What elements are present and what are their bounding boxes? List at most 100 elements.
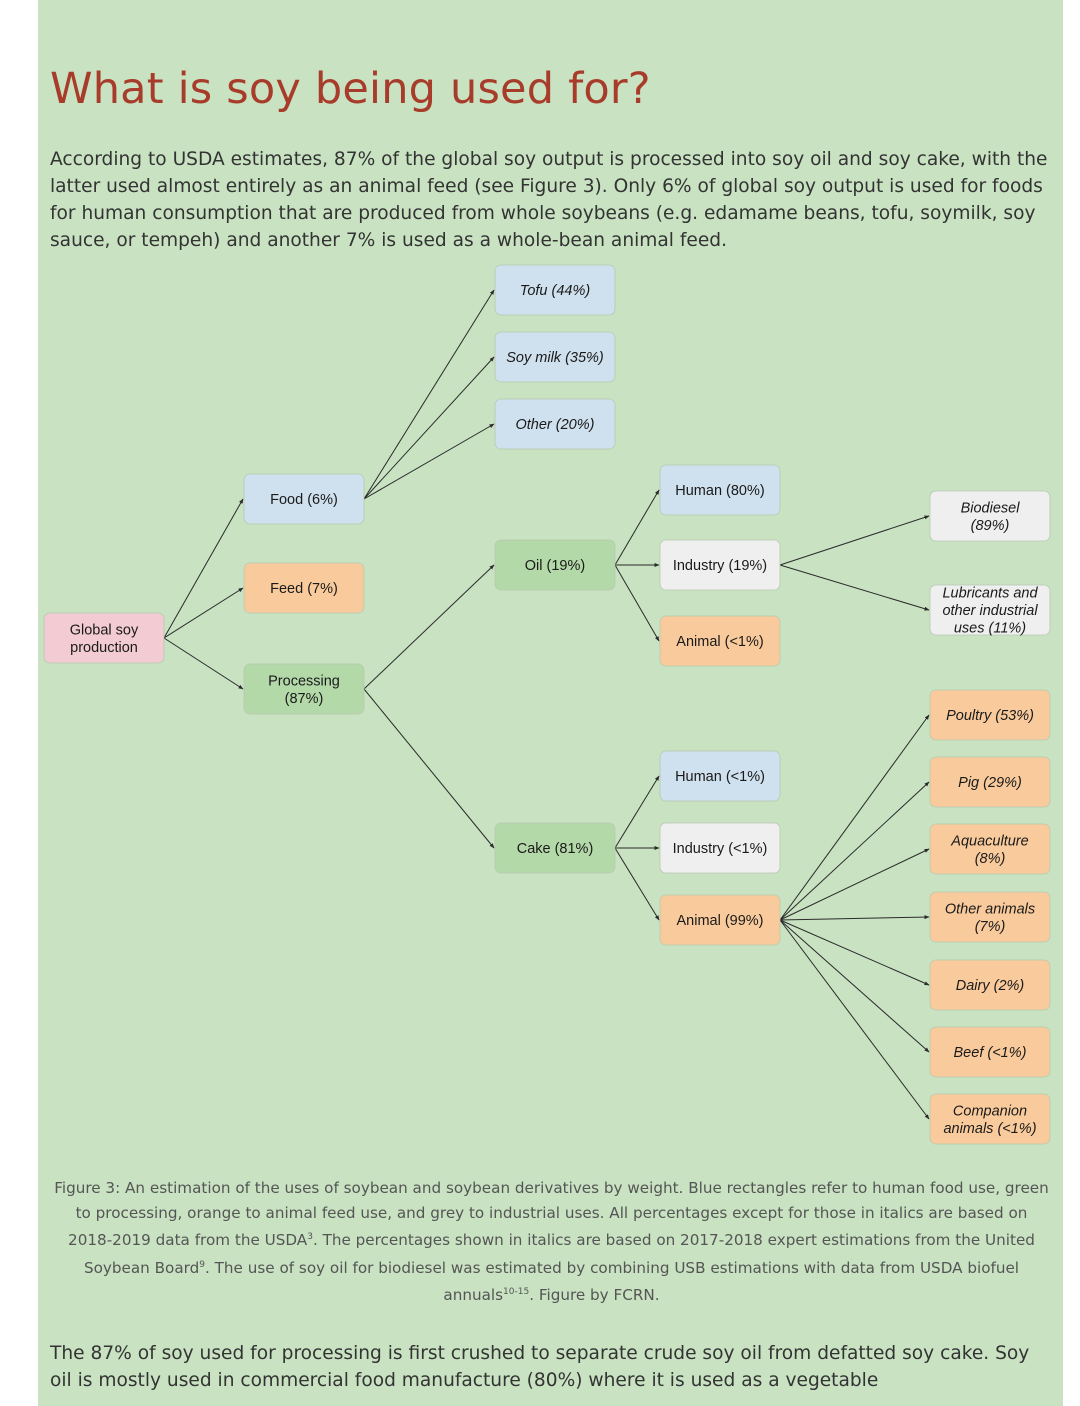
node-label: Animal (<1%)	[676, 634, 763, 650]
node-label: Soy milk (35%)	[506, 350, 604, 366]
node-box	[659, 894, 781, 946]
node-box	[494, 331, 616, 383]
node-beef: Beef (<1%)	[929, 1026, 1051, 1078]
node-box	[929, 959, 1051, 1011]
edge-oil-to-oil_animal	[614, 564, 660, 642]
edge-cake_animal-to-poultry	[779, 714, 930, 921]
node-box	[659, 539, 781, 591]
node-box	[494, 264, 616, 316]
node-label: Food (6%)	[270, 492, 338, 508]
node-box	[494, 398, 616, 450]
node-oil: Oil (19%)	[494, 539, 616, 591]
node-cake: Cake (81%)	[494, 822, 616, 874]
caption-text-1: Figure 3: An estimation of the uses of s…	[54, 1179, 1049, 1250]
figure-caption: Figure 3: An estimation of the uses of s…	[54, 1176, 1049, 1308]
node-processing: Processing (87%)	[243, 663, 365, 715]
node-feed: Feed (7%)	[243, 562, 365, 614]
node-label: (7%)	[975, 919, 1006, 935]
node-soymilk: Soy milk (35%)	[494, 331, 616, 383]
node-label: Other animals	[945, 901, 1035, 917]
node-label: production	[70, 640, 138, 656]
caption-ref-biofuel: 10-15	[503, 1287, 530, 1298]
edge-processing-to-cake	[363, 688, 495, 849]
node-box	[929, 584, 1051, 636]
edge-oil-to-oil_human	[614, 489, 660, 566]
caption-ref-usb: 9	[199, 1259, 205, 1270]
intro-paragraph: According to USDA estimates, 87% of the …	[50, 149, 1048, 251]
node-tofu: Tofu (44%)	[494, 264, 616, 316]
node-label: (8%)	[975, 851, 1006, 867]
edge-cake_animal-to-pig	[779, 781, 930, 921]
node-label: Industry (<1%)	[673, 841, 768, 857]
node-other-animals: Other animals (7%)	[929, 891, 1051, 943]
node-oil-industry: Industry (19%)	[659, 539, 781, 591]
edge-cake_animal-to-other_animals	[779, 915, 930, 921]
node-label: Lubricants and	[942, 586, 1038, 602]
node-label: Processing	[268, 673, 340, 689]
node-cake-human: Human (<1%)	[659, 750, 781, 802]
caption-text-2: . The percentages shown in italics are b…	[83, 1231, 1035, 1277]
node-label: Feed (7%)	[270, 581, 338, 597]
caption-text-3: . The use of soy oil for biodiesel was e…	[205, 1258, 1020, 1305]
node-label: Companion	[953, 1103, 1027, 1119]
node-cake-industry: Industry (<1%)	[659, 822, 781, 874]
node-label: Animal (99%)	[676, 913, 763, 929]
node-box	[929, 689, 1051, 741]
node-box	[659, 822, 781, 874]
soy-use-flow-diagram: Global soy production Food (6%) Feed (7%) Pr…	[43, 264, 1051, 1145]
node-label: Industry (19%)	[673, 558, 767, 574]
node-global: Global soy production	[43, 612, 165, 664]
caption-text-4: . Figure by FCRN.	[529, 1286, 660, 1305]
node-box	[43, 612, 165, 664]
node-box	[929, 756, 1051, 808]
node-oil-human: Human (80%)	[659, 464, 781, 516]
node-label: animals (<1%)	[943, 1121, 1036, 1137]
node-box	[929, 1093, 1051, 1145]
node-pig: Pig (29%)	[929, 756, 1051, 808]
node-box	[929, 1026, 1051, 1078]
edge-cake-to-cake_animal	[614, 847, 660, 921]
node-label: Beef (<1%)	[954, 1045, 1027, 1061]
node-food: Food (6%)	[243, 473, 365, 525]
node-oil-animal: Animal (<1%)	[659, 615, 781, 667]
node-box	[494, 822, 616, 874]
edge-food-to-other_food	[363, 423, 495, 500]
node-box	[929, 823, 1051, 875]
edge-cake_animal-to-aquaculture	[779, 848, 930, 921]
node-aquaculture: Aquaculture (8%)	[929, 823, 1051, 875]
node-box	[929, 891, 1051, 943]
node-box	[494, 539, 616, 591]
node-label: Tofu (44%)	[520, 283, 590, 299]
edge-cake-to-cake_human	[614, 775, 660, 849]
node-box	[243, 663, 365, 715]
node-label: Oil (19%)	[525, 558, 585, 574]
node-label: Human (<1%)	[675, 769, 765, 785]
node-label: Pig (29%)	[958, 775, 1022, 791]
edge-cake_animal-to-dairy	[779, 919, 930, 986]
edge-global-to-processing	[163, 637, 244, 690]
diagram-nodes: Global soy production Food (6%) Feed (7%) Pr…	[43, 264, 1051, 1145]
edge-processing-to-oil	[363, 564, 495, 690]
node-label: Cake (81%)	[517, 841, 594, 857]
node-label: (87%)	[285, 691, 324, 707]
node-biodiesel: Biodiesel(89%)	[929, 490, 1051, 542]
node-label: Aquaculture	[950, 833, 1028, 849]
node-label: other industrial	[942, 603, 1038, 619]
edge-food-to-tofu	[363, 289, 495, 500]
node-dairy: Dairy (2%)	[929, 959, 1051, 1011]
body-paragraph: The 87% of soy used for processing is fi…	[50, 1343, 1030, 1391]
node-label: Global soy	[70, 622, 139, 638]
edge-oil_industry-to-biodiesel	[779, 515, 930, 566]
node-cake-animal: Animal (99%)	[659, 894, 781, 946]
node-label: (89%)	[971, 518, 1010, 534]
edge-food-to-soymilk	[363, 356, 495, 500]
node-label: Other (20%)	[516, 417, 595, 433]
node-box	[243, 473, 365, 525]
node-poultry: Poultry (53%)	[929, 689, 1051, 741]
page-title: What is soy being used for?	[50, 64, 651, 114]
node-companion: Companion animals (<1%)	[929, 1093, 1051, 1145]
node-label: Dairy (2%)	[956, 978, 1024, 994]
edge-global-to-food	[163, 498, 244, 639]
node-label: Human (80%)	[675, 483, 764, 499]
